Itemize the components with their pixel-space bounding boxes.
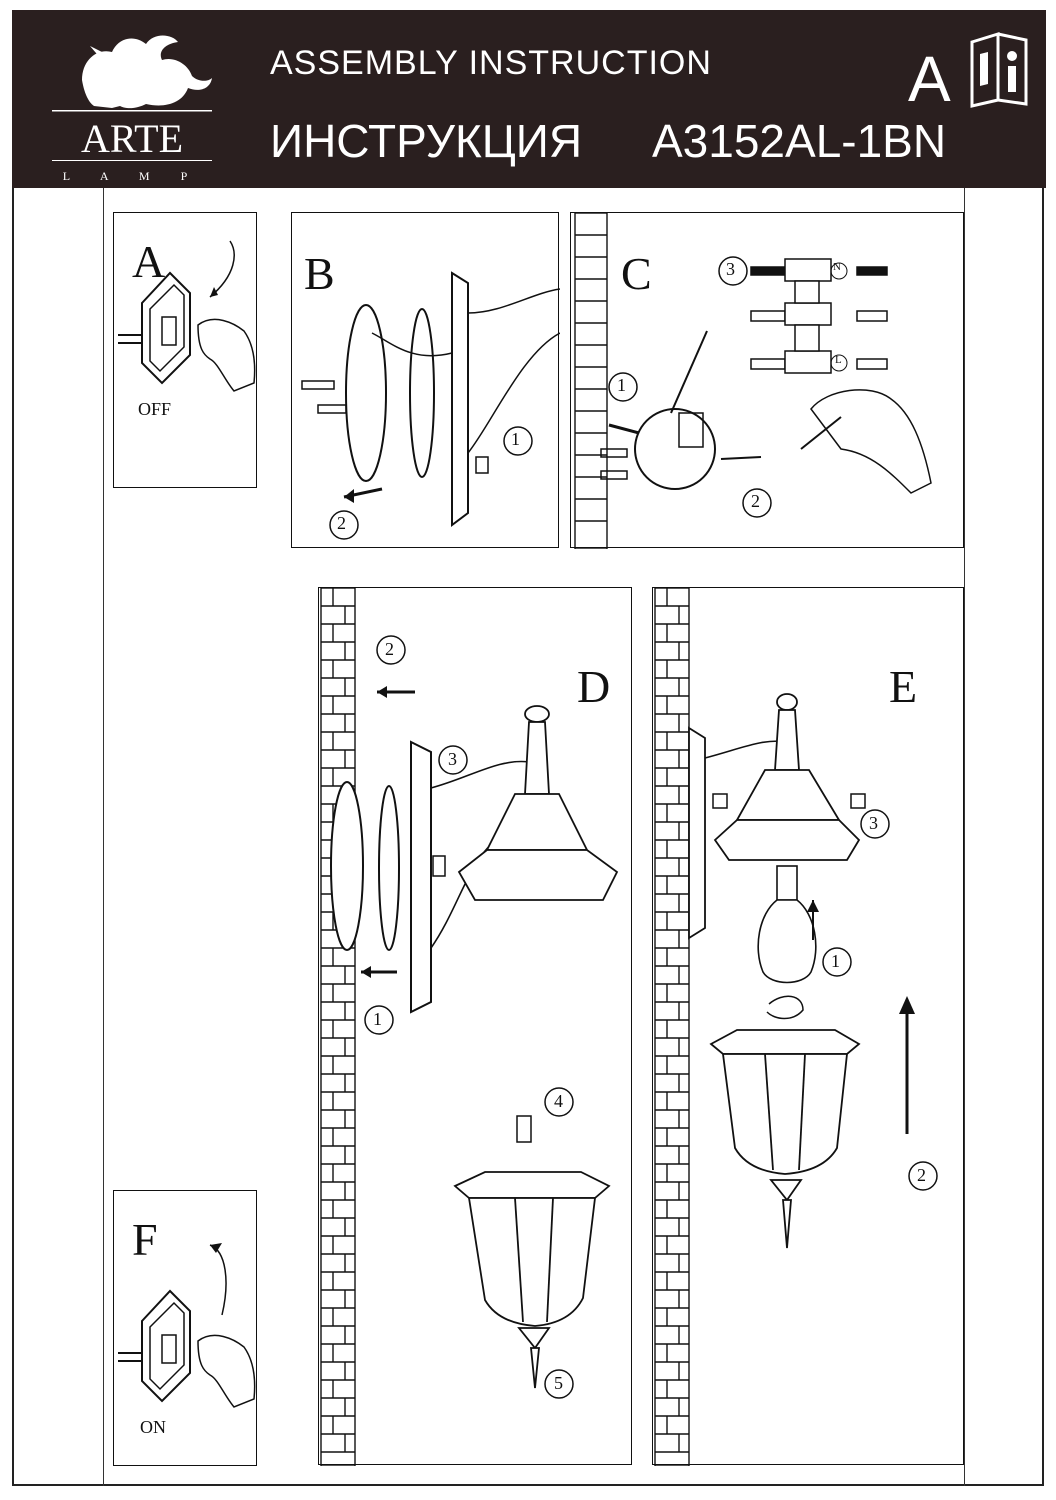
header-bar: ARTE L A M P ASSEMBLY INSTRUCTION ИНСТРУ… (12, 10, 1046, 188)
lamp-mount-illustration (320, 588, 619, 1466)
title-russian: ИНСТРУКЦИЯ (270, 115, 583, 167)
bulb-icon (757, 865, 817, 984)
bulb-install-illustration (654, 588, 938, 1466)
panel-c-step-3: 3 (726, 259, 735, 279)
panel-a-label: A (132, 236, 166, 287)
panel-a-switch-off: A OFF (113, 212, 257, 488)
panel-c-wiring: C (570, 212, 964, 549)
panel-d-step-5: 5 (554, 1373, 563, 1393)
language-letter: A (908, 43, 951, 115)
panel-e-bulb-and-glass: E 3 1 (652, 587, 964, 1466)
panel-f-label: F (132, 1214, 158, 1265)
switch-on-illustration (118, 1243, 256, 1408)
panel-b-step-2: 2 (337, 513, 346, 533)
lantern-bottom (709, 1029, 861, 1249)
brick-wall (320, 588, 356, 1466)
terminal-block (750, 258, 888, 374)
panel-b-step-1: 1 (511, 429, 520, 449)
panel-c-step-1: 1 (617, 375, 626, 395)
griffin-logo: ARTE L A M P (52, 35, 212, 183)
panel-e-step-3: 3 (869, 813, 878, 833)
panel-d-mount-lamp: D (318, 587, 632, 1466)
panel-a-caption: OFF (138, 399, 172, 419)
panel-d-step-4: 4 (554, 1091, 563, 1111)
lantern-bottom (453, 1171, 611, 1389)
panel-d-step-3: 3 (448, 749, 457, 769)
wire-live-label: L (835, 354, 842, 366)
panel-d-label: D (577, 661, 611, 712)
switch-off-illustration (118, 240, 256, 392)
svg-text:L A M P: L A M P (63, 169, 202, 183)
wiring-illustration (574, 213, 932, 549)
panel-d-step-1: 1 (373, 1009, 382, 1029)
page-frame (12, 188, 1044, 1486)
panel-f-caption: ON (140, 1417, 166, 1437)
brick-wall (574, 213, 608, 549)
title-english: ASSEMBLY INSTRUCTION (270, 44, 712, 82)
info-book-icon (970, 31, 1028, 108)
content-column (103, 188, 965, 1486)
panel-b-label: B (304, 248, 335, 299)
mount-plate-illustration (301, 271, 560, 540)
panel-c-label: C (621, 248, 652, 299)
panel-e-step-2: 2 (917, 1165, 926, 1185)
panel-d-step-2: 2 (385, 639, 394, 659)
panel-c-step-2: 2 (751, 491, 760, 511)
panel-f-switch-on: F ON (113, 1190, 257, 1466)
panel-e-label: E (889, 661, 918, 712)
svg-text:ARTE: ARTE (81, 116, 183, 161)
panel-e-step-1: 1 (831, 951, 840, 971)
wire-neutral-label: N (833, 261, 841, 273)
lantern-top (457, 705, 619, 901)
panel-b-disassemble: B 1 2 (291, 212, 560, 548)
lantern-top (713, 693, 861, 861)
model-number: A3152AL-1BN (652, 115, 947, 167)
